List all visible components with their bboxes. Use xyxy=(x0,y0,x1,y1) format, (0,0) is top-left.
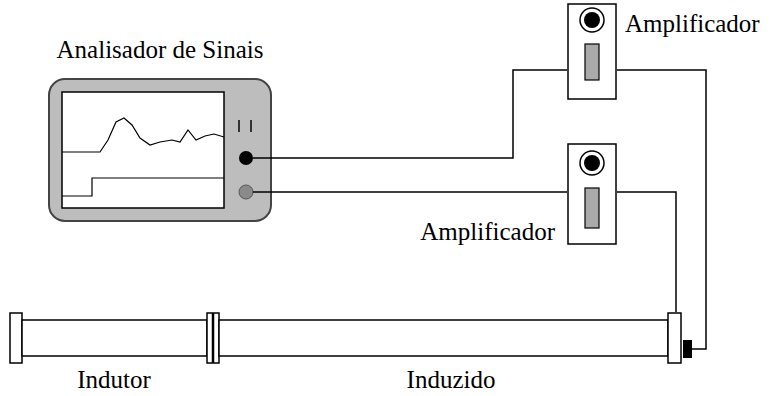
amplifier-slot xyxy=(585,188,599,228)
amplifier-drawing xyxy=(567,143,617,245)
amplifier-knob xyxy=(584,155,600,171)
signal-wire xyxy=(617,70,706,349)
signal-analyzer: Analisador de Sinais xyxy=(48,78,272,222)
bar-joint xyxy=(212,313,215,363)
input-jack xyxy=(239,185,253,199)
part-label: Amplificador xyxy=(420,219,555,244)
switch-mark xyxy=(250,120,252,132)
amplifier-case xyxy=(568,144,616,244)
bar-cap xyxy=(668,313,681,363)
bar-cap xyxy=(10,313,22,363)
inductor-bar: Indutor xyxy=(8,312,220,364)
part-label: Induzido xyxy=(407,367,496,392)
analyzer-case xyxy=(49,79,271,221)
induced-bar-drawing xyxy=(219,312,683,364)
bar-body xyxy=(219,320,668,356)
amplifier-knob-ring xyxy=(580,151,604,175)
amplifier-case xyxy=(568,4,616,99)
signal-wire xyxy=(272,191,567,193)
analyzer-screen xyxy=(62,92,224,208)
amplifier-drawing xyxy=(567,3,617,100)
amplifier-knob xyxy=(584,12,600,28)
part-label: Analisador de Sinais xyxy=(57,37,264,62)
step-trace xyxy=(62,178,224,196)
signal-analyzer-drawing xyxy=(48,78,272,222)
signal-wire xyxy=(272,70,567,158)
amplifier: Amplificador xyxy=(567,3,617,100)
inductor-bar-drawing xyxy=(8,312,220,364)
bar-cap xyxy=(207,313,219,363)
input-jack xyxy=(239,151,253,165)
amplifier-slot xyxy=(585,44,599,80)
signal-wire xyxy=(617,192,676,312)
signal-trace xyxy=(62,118,224,152)
amplifier: Amplificador xyxy=(567,143,617,245)
part-label: Amplificador xyxy=(625,11,760,36)
switch-mark xyxy=(238,120,240,132)
induced-bar: Induzido xyxy=(219,312,683,364)
jack-wire xyxy=(253,191,272,193)
part-label: Indutor xyxy=(77,367,151,392)
bar-body xyxy=(22,320,207,356)
amplifier-knob-ring xyxy=(580,8,604,32)
jack-wire xyxy=(253,157,272,159)
